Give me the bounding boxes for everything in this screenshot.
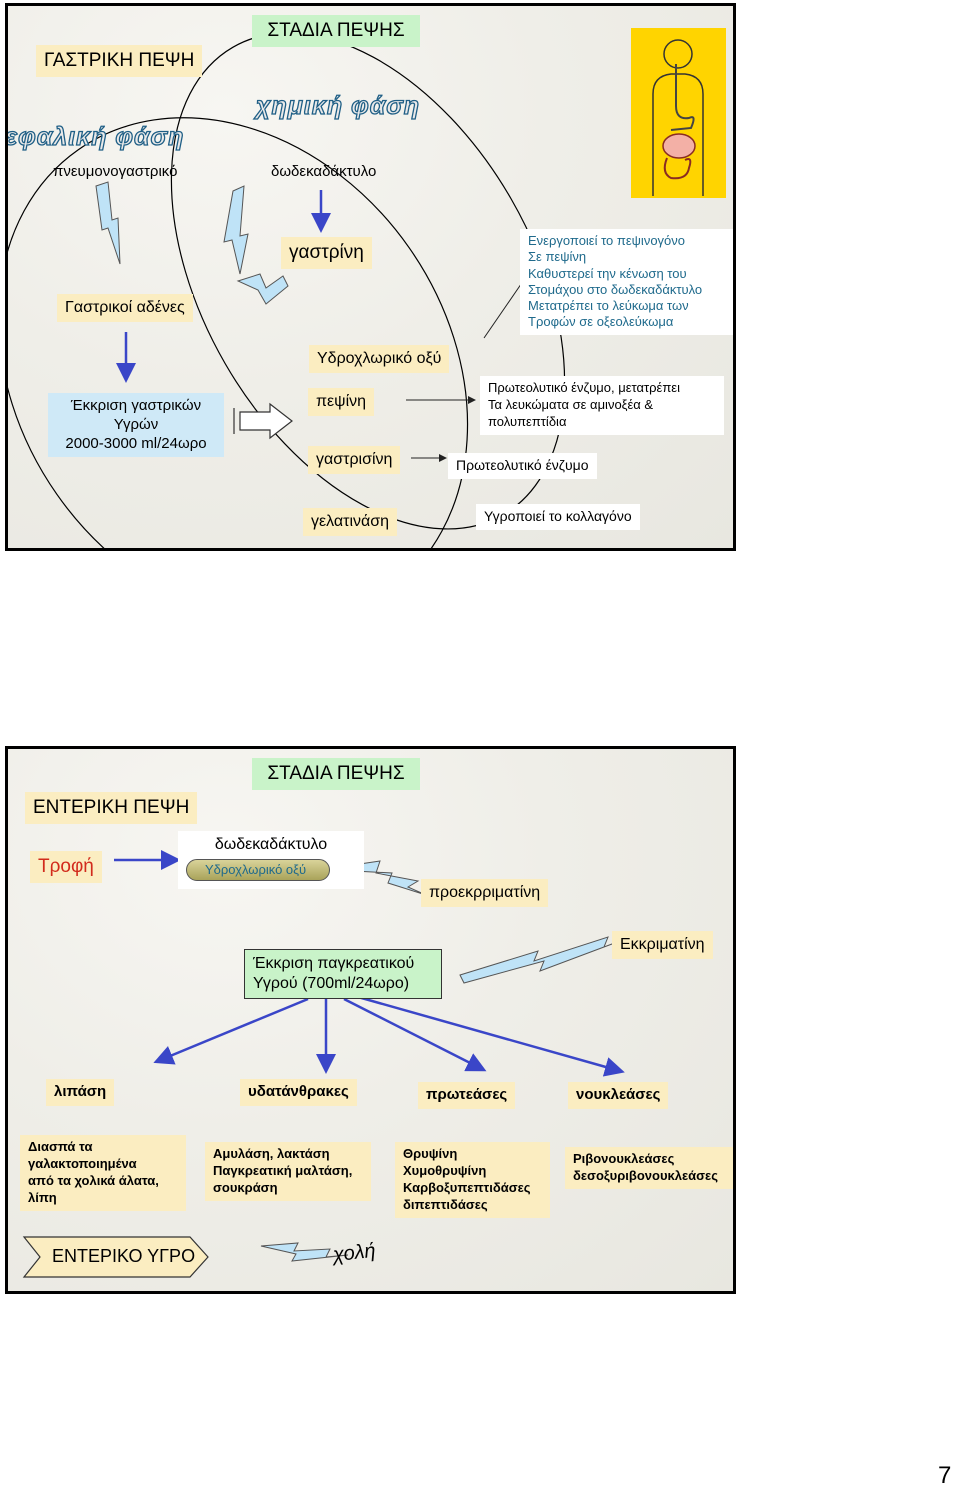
lightning-bolt-icon	[223, 185, 249, 275]
protease-desc-line: Θρυψίνη	[403, 1146, 458, 1161]
lightning-bolt-icon	[352, 860, 427, 896]
gastric-glands-label: Γαστρικοί αδένες	[57, 294, 193, 322]
lightning-bolt-icon	[236, 273, 289, 305]
gastrin-effect-line: Ενεργοποιεί το πεψινογόνο	[528, 233, 686, 248]
prosecretin-label: προεκρριματίνη	[421, 879, 549, 907]
gastrin-effects: Ενεργοποιεί το πεψινογόνο Σε πεψίνη Καθυ…	[520, 229, 733, 335]
slide-intestinal-digestion: ΣΤΑΔΙΑ ΠΕΨΗΣ ΕΝΤΕΡΙΚΗ ΠΕΨΗ Τροφή δωδεκαδ…	[5, 746, 736, 1294]
chemical-phase-label: χημική φάση	[255, 91, 421, 120]
slide-title: ΣΤΑΔΙΑ ΠΕΨΗΣ	[252, 758, 420, 790]
enzyme-carbohydrates: υδατάνθρακες	[240, 1079, 357, 1106]
protease-desc-line: διπεπτιδάσες	[403, 1196, 488, 1212]
lightning-bolt-icon	[260, 1242, 349, 1262]
pancreatic-secretion-box: Έκκριση παγκρεατικού Υγρού (700ml/24ωρο)	[244, 949, 442, 999]
nuclease-description: Ριβονουκλεάσες δεσοξυριβονουκλεάσες	[565, 1147, 733, 1189]
duodenum-label: δωδεκαδάκτυλο	[214, 836, 328, 853]
protease-description: Θρυψίνη Χυμοθρυψίνη Καρβοξυπεπτιδάσες δι…	[395, 1142, 550, 1218]
nuclease-desc-line: δεσοξυριβονουκλεάσες	[573, 1167, 718, 1183]
enzyme-lipase: λιπάση	[46, 1079, 115, 1106]
enzyme-nucleases: νουκλεάσες	[568, 1082, 669, 1109]
protease-desc-line: Καρβοξυπεπτιδάσες	[403, 1179, 531, 1195]
carb-desc-line: Αμυλάση, λακτάση	[213, 1146, 330, 1161]
cephalic-phase-ellipse	[8, 117, 469, 548]
food-label: Τροφή	[30, 851, 102, 883]
gastrin-effect-line: Καθυστερεί την κένωση του	[528, 265, 687, 281]
gastrin-effect-line: Σε πεψίνη	[528, 249, 587, 265]
lipase-desc-line: Διασπά τα	[28, 1139, 93, 1154]
gastrin-effect-line: Στομάχου στο δωδεκαδάκτυλο	[528, 281, 703, 297]
pepsin-desc-line: Πρωτεολυτικό ένζυμο, μετατρέπει	[488, 380, 680, 395]
lipase-desc-line: λίπη	[28, 1189, 57, 1205]
digestive-system-icon	[631, 28, 726, 198]
lightning-bolt-icon	[95, 181, 121, 265]
protease-desc-line: Χυμοθρυψίνη	[403, 1162, 487, 1178]
nuclease-desc-line: Ριβονουκλεάσες	[573, 1151, 675, 1166]
secretion-line: 2000-3000 ml/24ωρο	[65, 434, 207, 452]
hydrochloric-acid-label: Υδροχλωρικό οξύ	[309, 345, 450, 373]
secretion-line: Υγρών	[113, 415, 159, 433]
gastrin-label: γαστρίνη	[281, 237, 372, 269]
lipase-desc-line: από τα χολικά άλατα,	[28, 1172, 159, 1188]
gastric-secretion-box: Έκκριση γαστρικών Υγρών 2000-3000 ml/24ω…	[48, 393, 224, 458]
duodenum-label: δωδεκαδάκτυλο	[271, 163, 377, 180]
gastrin-effect-line: Μετατρέπει το λεύκωμα των	[528, 298, 689, 313]
duodenum-box: δωδεκαδάκτυλο Υδροχλωρικό οξύ	[178, 831, 364, 889]
hydrochloric-acid-label: Υδροχλωρικό οξύ	[205, 862, 307, 877]
slide-title: ΣΤΑΔΙΑ ΠΕΨΗΣ	[252, 15, 420, 47]
gastricsin-label: γαστρισίνη	[308, 446, 401, 474]
enzyme-proteases: πρωτεάσες	[418, 1082, 516, 1109]
block-arrow-icon	[22, 1236, 209, 1278]
slide-gastric-digestion: ΣΤΑΔΙΑ ΠΕΨΗΣ ΓΑΣΤΡΙΚΗ ΠΕΨΗ κεφαλική φάση…	[5, 3, 736, 551]
block-arrow-icon	[239, 402, 293, 440]
pepsin-label: πεψίνη	[308, 388, 375, 416]
pepsin-desc-line: πολυπεπτίδια	[488, 413, 567, 429]
pneumogastric-label: πνευμονογαστρικό	[53, 163, 178, 180]
pepsin-description: Πρωτεολυτικό ένζυμο, μετατρέπει Τα λευκώ…	[480, 376, 724, 435]
gelatinase-label: γελατινάση	[303, 508, 398, 536]
bile-label: χολή	[331, 1239, 377, 1267]
lightning-bolt-icon	[459, 936, 621, 984]
pancreatic-line: Έκκριση παγκρεατικού	[253, 955, 415, 972]
cephalic-phase-label: κεφαλική φάση	[5, 122, 185, 151]
secretion-line: Έκκριση γαστρικών	[70, 397, 202, 414]
intestinal-fluid-label: ΕΝΤΕΡΙΚΟ ΥΓΡΟ	[52, 1246, 196, 1266]
carb-desc-line: Παγκρεατική μαλτάση,	[213, 1162, 353, 1178]
pancreatic-line: Υγρού (700ml/24ωρο)	[253, 975, 410, 992]
slide2-connectors	[22, 850, 625, 1278]
secretin-label: Εκκριματίνη	[612, 931, 713, 959]
carbohydrate-enzymes-description: Αμυλάση, λακτάση Παγκρεατική μαλτάση, σο…	[205, 1142, 371, 1201]
section-heading: ΓΑΣΤΡΙΚΗ ΠΕΨΗ	[36, 45, 203, 77]
tube-icon: Υδροχλωρικό οξύ	[186, 859, 330, 881]
gastricsin-description: Πρωτεολυτικό ένζυμο	[448, 453, 597, 479]
gelatinase-description: Υγροποιεί το κολλαγόνο	[476, 504, 640, 530]
gastrin-effect-line: Τροφών σε οξεολεύκωμα	[528, 314, 674, 330]
section-heading: ΕΝΤΕΡΙΚΗ ΠΕΨΗ	[25, 792, 198, 824]
carb-desc-line: σουκράση	[213, 1179, 278, 1195]
page-number: 7	[938, 1462, 952, 1489]
pepsin-desc-line: Τα λευκώματα σε αμινοξέα &	[488, 396, 654, 412]
lipase-desc-line: γαλακτοποιημένα	[28, 1155, 137, 1171]
lipase-description: Διασπά τα γαλακτοποιημένα από τα χολικά …	[20, 1135, 186, 1211]
